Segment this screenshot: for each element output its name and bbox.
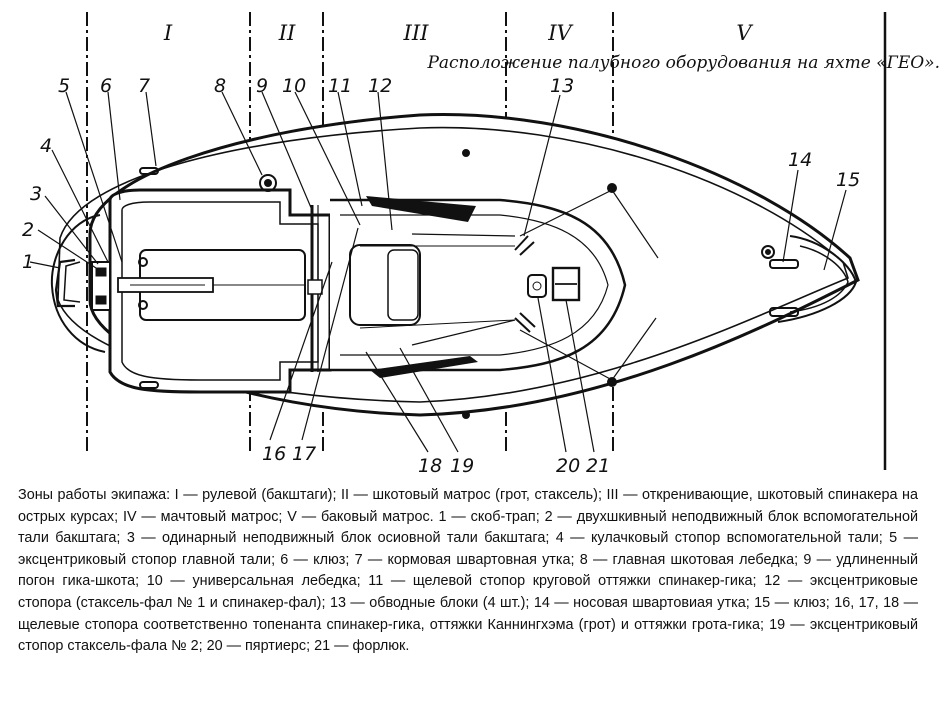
callout-18: 18 [418, 455, 442, 477]
callout-9: 9 [256, 75, 268, 97]
callout-11: 11 [328, 75, 352, 97]
zone-label-2: II [278, 21, 296, 45]
cabin-windows [366, 196, 478, 378]
callout-14: 14 [788, 149, 812, 171]
zone-label-4: IV [547, 21, 573, 45]
callout-6: 6 [100, 75, 112, 97]
zone-label-5: V [736, 21, 753, 45]
callout-19: 19 [450, 455, 474, 477]
callout-3: 3 [30, 183, 42, 205]
callout-5: 5 [58, 75, 70, 97]
callout-4: 4 [40, 135, 52, 157]
callout-12: 12 [368, 75, 392, 97]
callout-2: 2 [22, 219, 34, 241]
callout-20: 20 [556, 455, 580, 477]
callout-13: 13 [550, 75, 574, 97]
figure-heading: Расположение палубного оборудования на я… [426, 53, 940, 73]
callout-15: 15 [836, 169, 860, 191]
zone-label-3: III [403, 21, 430, 45]
leader-lines [29, 91, 847, 453]
callout-8: 8 [214, 75, 226, 97]
callout-1: 1 [22, 251, 34, 273]
callout-16: 16 [262, 443, 286, 465]
zone-label-1: I [163, 21, 173, 45]
figure-caption: Зоны работы экипажа: I — рулевой (бакшта… [18, 487, 918, 655]
cabin-top [330, 189, 659, 381]
callout-21: 21 [586, 455, 610, 477]
deck-layout-drawing: I II III IV V Расположение палубного обо… [22, 12, 940, 477]
callout-7: 7 [138, 75, 150, 97]
callout-10: 10 [282, 75, 306, 97]
callout-17: 17 [292, 443, 316, 465]
